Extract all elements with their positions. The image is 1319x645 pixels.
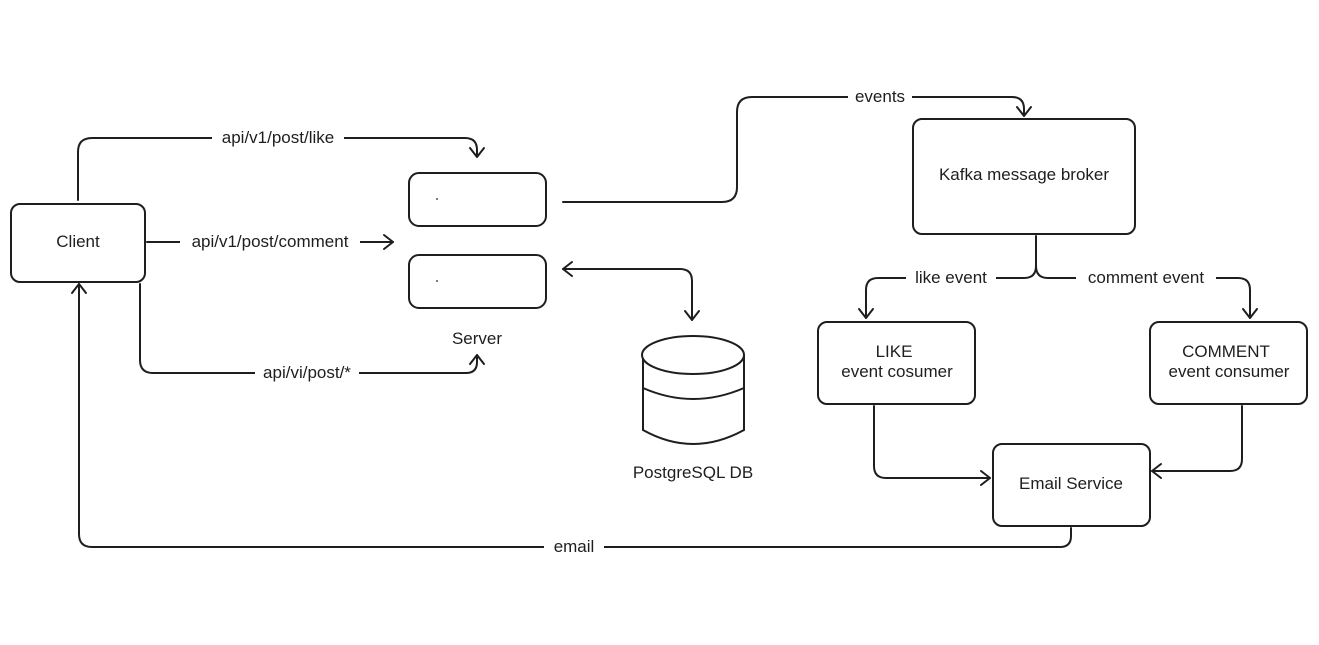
arrowhead-all-api [469, 354, 485, 365]
edge-comment-event: comment event [1035, 265, 1258, 319]
edge-events: events [562, 85, 1032, 203]
server-label: Server [452, 329, 502, 348]
label-like-event: like event [915, 268, 987, 287]
server-instance-2 [408, 254, 547, 309]
like-consumer-box: LIKE event cosumer [817, 321, 976, 405]
edge-server-db [562, 261, 700, 321]
arrowhead-like-to-email [980, 470, 991, 486]
like-consumer-label-line2: event cosumer [841, 362, 953, 381]
client-label: Client [56, 232, 100, 251]
arrowhead-comment-api [383, 234, 394, 250]
comment-consumer-label-line1: COMMENT [1182, 342, 1270, 361]
label-all-api: api/vi/post/* [263, 363, 351, 382]
arrowhead-email [71, 283, 87, 294]
arrowhead-comment-to-email [1151, 463, 1162, 479]
email-service-box: Email Service [992, 443, 1151, 527]
database-cylinder [641, 335, 745, 445]
kafka-box: Kafka message broker [912, 118, 1136, 235]
label-email: email [554, 537, 595, 556]
client-box: Client [10, 203, 146, 283]
arrowhead-to-server [562, 261, 573, 277]
edge-comment-api: api/v1/post/comment [146, 230, 394, 252]
kafka-label: Kafka message broker [939, 165, 1109, 184]
email-service-label: Email Service [1019, 474, 1123, 493]
server-instance-1 [408, 172, 547, 227]
label-comment-api: api/v1/post/comment [192, 232, 349, 251]
label-comment-event: comment event [1088, 268, 1204, 287]
edge-like-to-email [873, 405, 991, 486]
arrowhead-comment-event [1242, 308, 1258, 319]
database-label: PostgreSQL DB [633, 463, 753, 482]
edge-email: email [71, 283, 1072, 557]
edge-like-api: api/v1/post/like [77, 126, 485, 201]
label-events: events [855, 87, 905, 106]
arrowhead-to-db [684, 310, 700, 321]
edge-comment-to-email [1151, 405, 1243, 479]
arrowhead-like-api [469, 147, 485, 158]
comment-consumer-label-line2: event consumer [1169, 362, 1290, 381]
like-consumer-label-line1: LIKE [876, 342, 913, 361]
arrowhead-like-event [858, 308, 874, 319]
edge-like-event: like event [858, 235, 1037, 319]
label-like-api: api/v1/post/like [222, 128, 334, 147]
edge-all-api: api/vi/post/* [139, 283, 485, 383]
arrowhead-events [1016, 106, 1032, 117]
comment-consumer-box: COMMENT event consumer [1149, 321, 1308, 405]
